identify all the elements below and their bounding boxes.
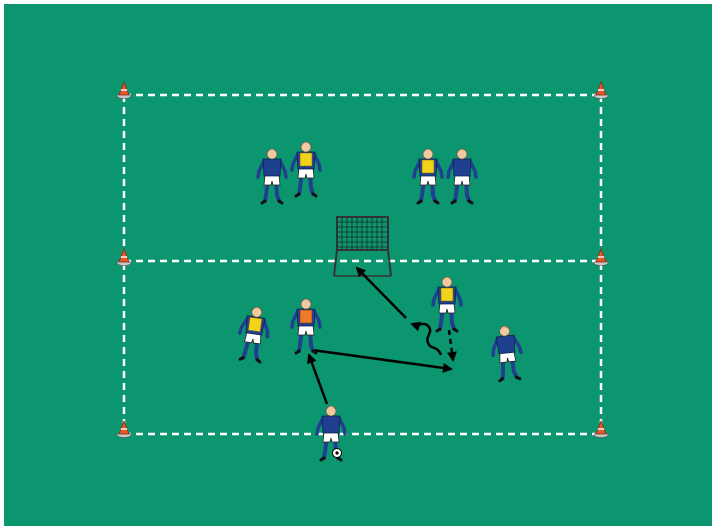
ball-icon (333, 449, 342, 458)
